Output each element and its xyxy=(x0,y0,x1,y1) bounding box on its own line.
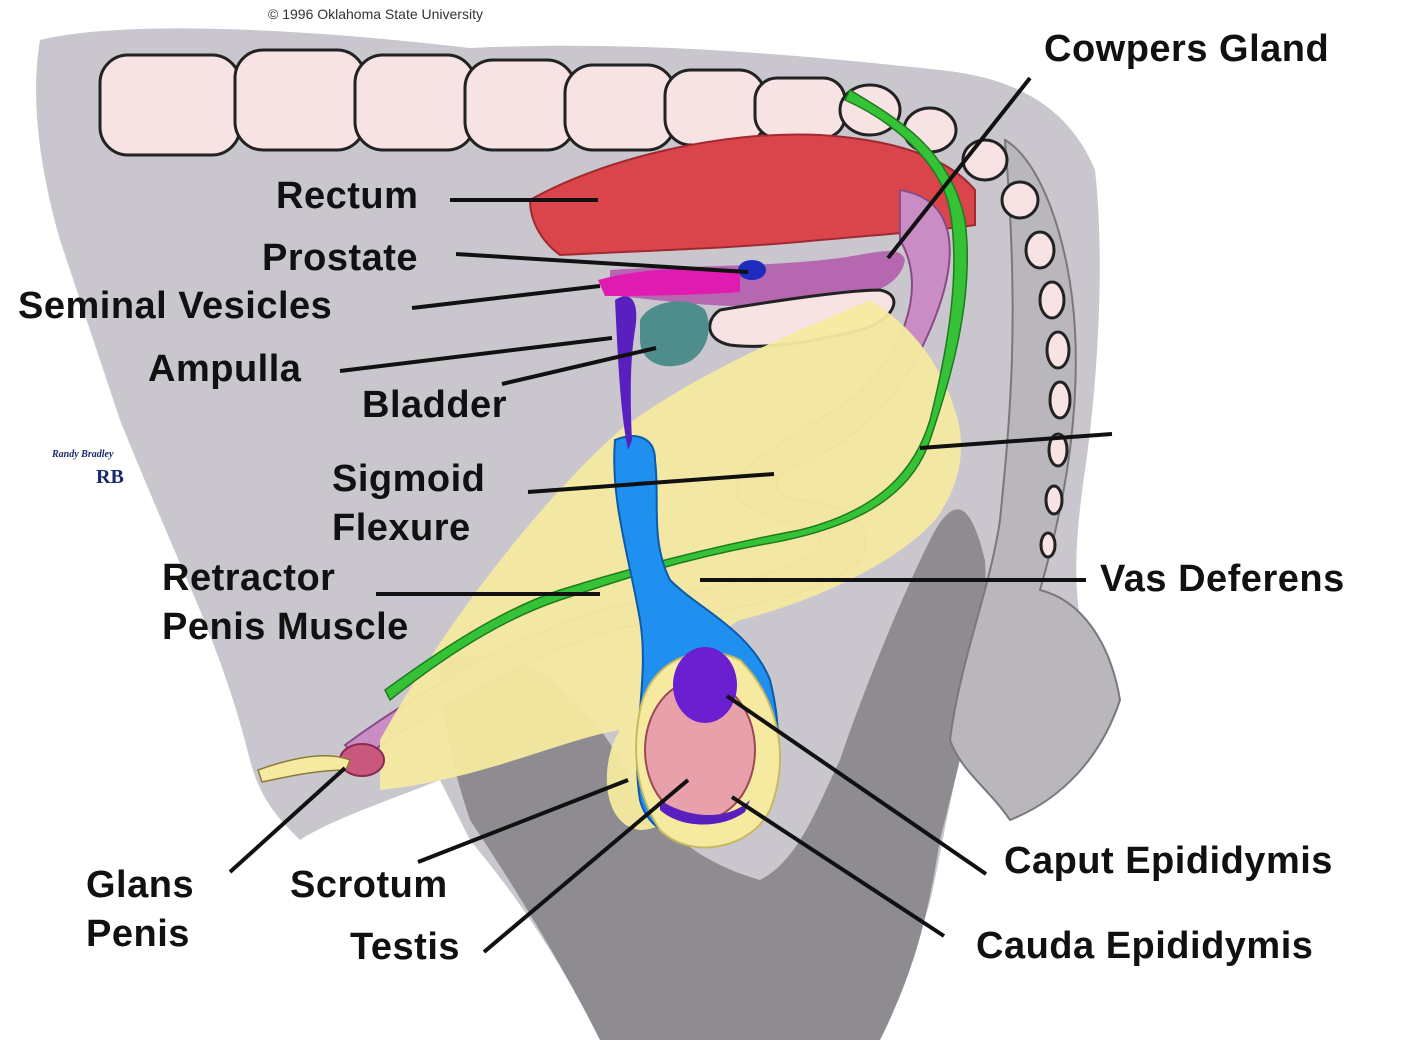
label-testis: Testis xyxy=(350,926,460,968)
label-vas-deferens: Vas Deferens xyxy=(1100,558,1345,600)
label-scrotum: Scrotum xyxy=(290,864,448,906)
artist-signature: Randy Bradley xyxy=(52,449,113,460)
label-retractor-2: Penis Muscle xyxy=(162,606,409,648)
label-retractor-1: Retractor xyxy=(162,557,335,599)
label-cowpers-gland: Cowpers Gland xyxy=(1044,28,1329,70)
label-seminal-vesicles: Seminal Vesicles xyxy=(18,285,332,327)
artist-initials: RB xyxy=(96,466,124,489)
label-ampulla: Ampulla xyxy=(148,348,301,390)
label-glans-2: Penis xyxy=(86,913,190,955)
label-sigmoid-flexure-2: Flexure xyxy=(332,507,471,549)
label-cauda-epididymis: Cauda Epididymis xyxy=(976,925,1313,967)
label-prostate: Prostate xyxy=(262,237,418,279)
label-caput-epididymis: Caput Epididymis xyxy=(1004,840,1333,882)
label-bladder: Bladder xyxy=(362,384,507,426)
label-glans-1: Glans xyxy=(86,864,194,906)
copyright-notice: © 1996 Oklahoma State University xyxy=(268,6,483,22)
label-rectum: Rectum xyxy=(276,175,418,217)
label-sigmoid-flexure-1: Sigmoid xyxy=(332,458,485,500)
caput-epididymis-shape xyxy=(673,647,737,723)
